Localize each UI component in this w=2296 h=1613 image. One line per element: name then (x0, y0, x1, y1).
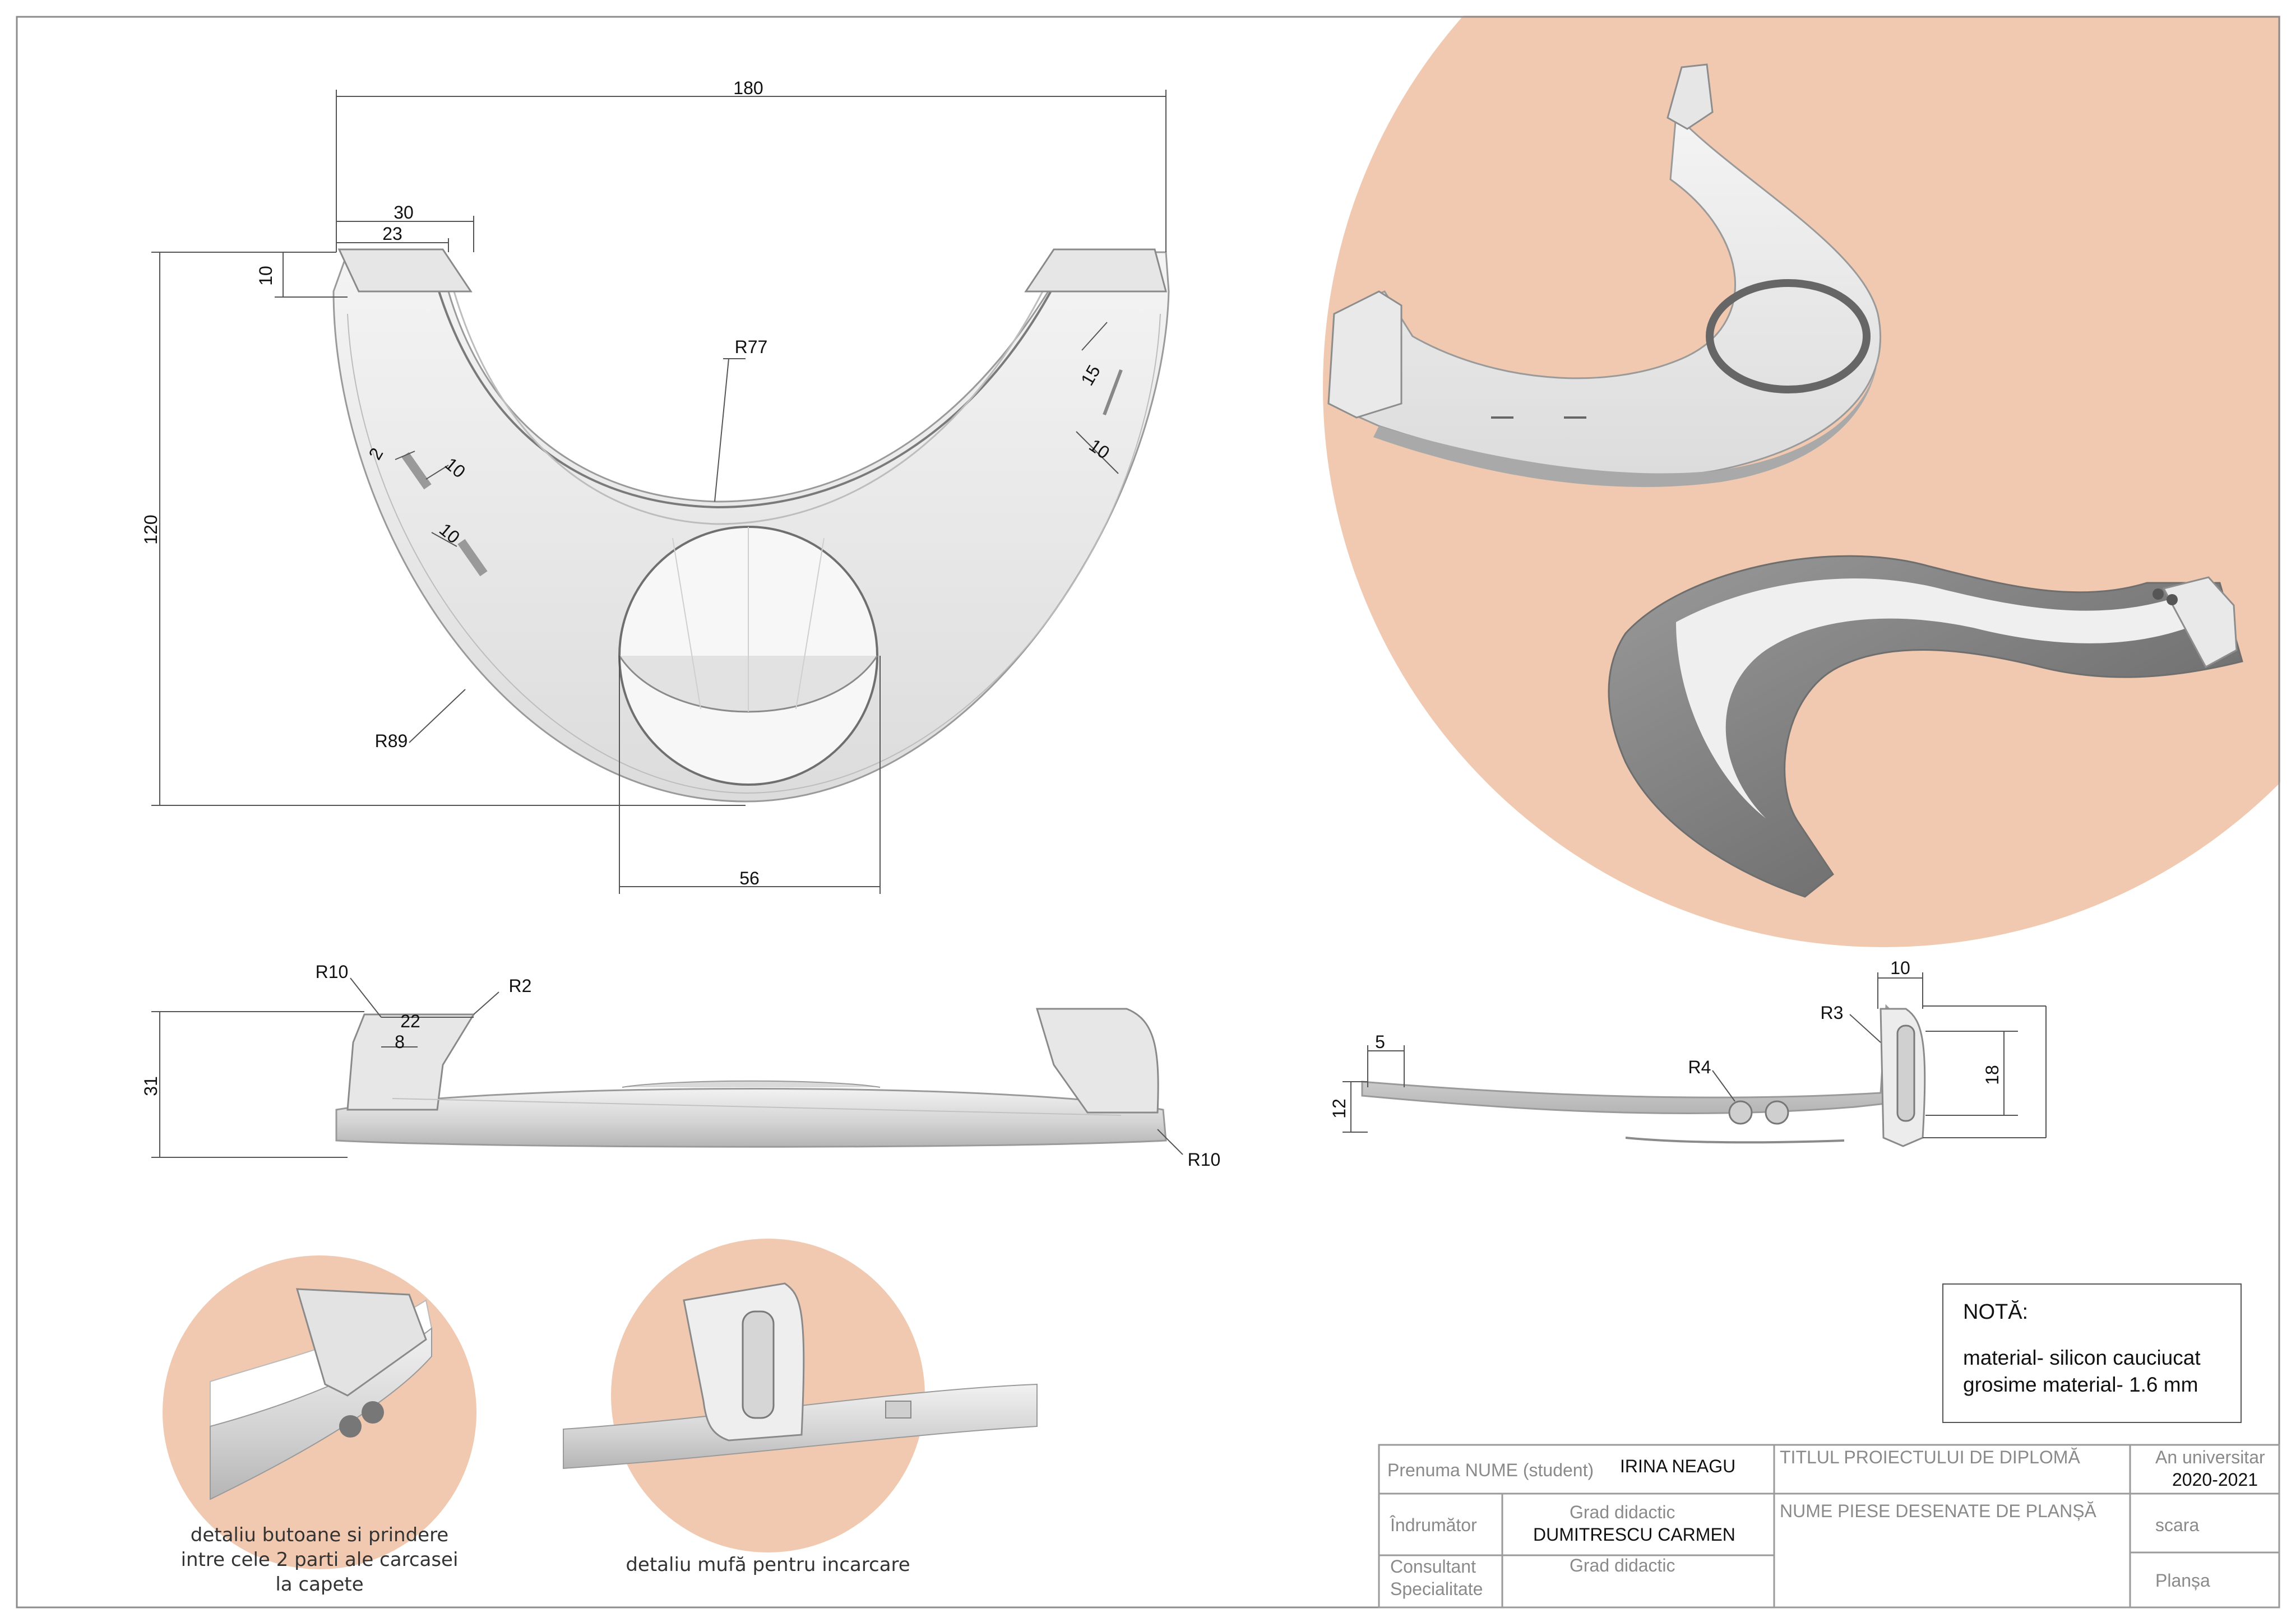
top-view (332, 248, 1170, 803)
detail-buttons-render (163, 1255, 476, 1569)
dim-end-r4: R4 (1688, 1057, 1711, 1077)
detail-buttons-caption-line1: detaliu butoane si prindere (190, 1524, 449, 1546)
dim-120: 120 (141, 515, 161, 544)
end-view (1361, 1004, 1926, 1147)
tb-year-value: 2020-2021 (2172, 1470, 2258, 1490)
dim-r77: R77 (735, 337, 768, 357)
detail-buttons-caption-line3: la capete (275, 1573, 364, 1596)
dim-side-r2: R2 (509, 976, 532, 996)
tb-student-name: IRINA NEAGU (1620, 1456, 1736, 1476)
side-view-dimensions (151, 977, 1183, 1158)
detail-buttons-caption-line2: intre cele 2 parti ale carcasei (180, 1549, 459, 1571)
dim-end-12: 12 (1329, 1098, 1349, 1119)
dim-r89: R89 (375, 731, 408, 751)
render-3d-bottom (1608, 555, 2243, 898)
tb-pieces-label: NUME PIESE DESENATE DE PLANȘĂ (1780, 1501, 2096, 1521)
title-block (1378, 1444, 2280, 1609)
note-material: material- silicon cauciucat (1963, 1346, 2201, 1369)
dim-side-r10-left: R10 (316, 962, 349, 982)
dim-side-r10-right: R10 (1188, 1150, 1221, 1170)
tb-consultant-label: Consultant Specialitate (1390, 1555, 1483, 1600)
dim-end-18: 18 (1982, 1065, 2002, 1085)
dim-180: 180 (733, 78, 763, 98)
note-title: NOTĂ: (1963, 1300, 2029, 1324)
dim-side-22: 22 (400, 1011, 420, 1031)
side-view-dimension-text: R10 R2 22 8 31 R10 (141, 962, 1220, 1170)
tb-student-label: Prenuma NUME (student) (1387, 1460, 1594, 1480)
note-box: NOTĂ: material- silicon cauciucat grosim… (1942, 1283, 2242, 1423)
dim-56: 56 (739, 868, 760, 888)
sheet-frame (16, 16, 2280, 1609)
dim-end-r3: R3 (1821, 1003, 1844, 1023)
note-thickness: grosime material- 1.6 mm (1963, 1373, 2198, 1396)
dim-10-tab: 10 (256, 266, 276, 286)
tb-consultant-grade: Grad didactic (1570, 1555, 1675, 1575)
tb-consultant-label-1: Consultant (1390, 1556, 1476, 1577)
end-view-dimension-text: 5 12 R4 R3 10 18 (1329, 958, 2002, 1119)
detail-charging-render (563, 1239, 1038, 1552)
dim-side-8: 8 (395, 1032, 405, 1052)
dim-side-31: 31 (141, 1076, 161, 1096)
dim-30: 30 (394, 202, 414, 223)
top-view-dimensions (151, 90, 1166, 894)
tb-year-label: An universitar (2155, 1447, 2265, 1467)
tb-advisor-grade: Grad didactic (1570, 1502, 1675, 1522)
tb-advisor-name: DUMITRESCU CARMEN (1533, 1524, 1735, 1545)
tb-scale-label: scara (2155, 1515, 2200, 1535)
dim-23: 23 (382, 224, 402, 244)
tb-project-label: TITLUL PROIECTULUI DE DIPLOMĂ (1780, 1447, 2080, 1467)
tb-consultant-label-2: Specialitate (1390, 1579, 1483, 1599)
dim-end-5: 5 (1375, 1032, 1385, 1052)
side-view (335, 1008, 1167, 1148)
render-3d-top (1327, 63, 1881, 487)
detail-charging-caption: detaliu mufă pentru incarcare (626, 1554, 910, 1576)
end-view-dimensions (1343, 972, 2047, 1138)
render-background-circle (1323, 0, 2296, 947)
tb-advisor-label: Îndrumător (1390, 1515, 1477, 1535)
detail-buttons-caption: detaliu butoane si prindere intre cele 2… (157, 1523, 482, 1597)
tb-sheet-label: Planșa (2155, 1570, 2210, 1591)
dim-end-10: 10 (1890, 958, 1910, 978)
